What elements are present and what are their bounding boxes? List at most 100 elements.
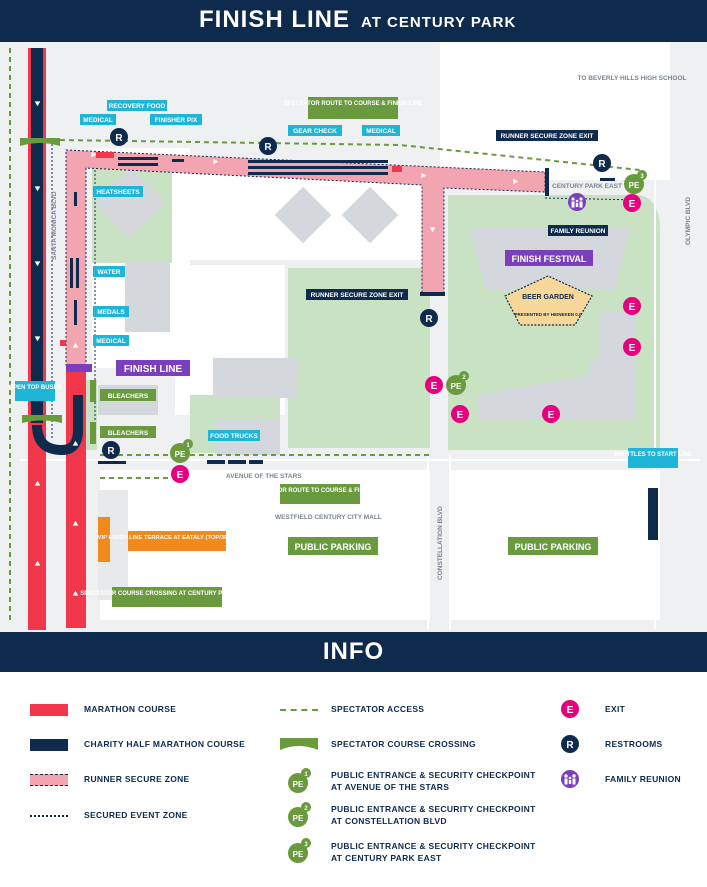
callout-medals: MEDALS [97,309,125,316]
legend-pe2-line1: PUBLIC ENTRANCE & SECURITY CHECKPOINT [331,804,536,814]
callouts: RECOVERY FOOD MEDICAL FINISHER PIX GEAR … [8,100,692,468]
restroom-icon [102,441,120,459]
restroom-icon [110,128,128,146]
callout-bleachers-1: BLEACHERS [108,393,149,400]
callout-finisher-pix: FINISHER PIX [155,117,198,124]
svg-text:E: E [548,410,555,421]
restroom-legend-icon: R [561,735,579,753]
callout-bleachers-2: BLEACHERS [108,430,149,437]
svg-text:E: E [177,470,184,481]
legend-pe3-line1: PUBLIC ENTRANCE & SECURITY CHECKPOINT [331,841,536,851]
svg-text:R: R [264,142,272,153]
street-constellation: CONSTELLATION BLVD [437,506,444,580]
exit-icon [542,405,560,423]
callout-runner-exit-mid: RUNNER SECURE ZONE EXIT [311,292,404,299]
callout-family-reunion: FAMILY REUNION [551,228,606,235]
page-title: FINISH LINE [199,6,351,33]
callout-spectator-route-bottom: SPECTATOR ROUTE TO COURSE & FINISH LINE [251,488,390,494]
svg-text:E: E [629,302,636,313]
svg-text:R: R [566,740,574,751]
callout-medical-2: MEDICAL [366,128,396,135]
svg-text:2: 2 [304,806,308,812]
svg-text:2: 2 [462,375,466,381]
vip-terrace-marker [98,517,110,562]
legend-family-reunion: FAMILY REUNION [605,774,681,784]
svg-text:3: 3 [640,174,644,180]
finish-line-marker [66,364,92,372]
family-reunion-icon [568,193,586,211]
svg-text:E: E [567,705,574,716]
green-callouts: BLEACHERS BLEACHERS SPECTATOR ROUTE TO C… [80,389,598,607]
exit-icon [623,297,641,315]
svg-text:E: E [431,381,438,392]
svg-text:PE: PE [451,382,462,391]
svg-text:PE: PE [175,450,186,459]
legend-exit: EXIT [605,704,626,714]
callout-public-parking-2: PUBLIC PARKING [515,542,592,552]
info-title: INFO [322,638,385,665]
exit-icon [623,194,641,212]
restroom-icons: R R R R R [102,128,611,459]
callout-public-parking-1: PUBLIC PARKING [295,542,372,552]
legend-charity-swatch [30,739,68,751]
legend-secured-zone: SECURED EVENT ZONE [84,810,188,820]
beer-garden-label: BEER GARDEN [522,294,574,301]
exit-icon [171,465,189,483]
svg-text:R: R [115,133,123,144]
beverly-hills-label: TO BEVERLY HILLS HIGH SCHOOL [578,75,687,82]
exit-icon [451,405,469,423]
svg-text:3: 3 [304,842,308,848]
svg-text:R: R [425,314,433,325]
pe1-legend-icon: PE 1 [288,768,311,793]
legend-spectator-crossing: SPECTATOR COURSE CROSSING [331,739,476,749]
legend-crossing-swatch [280,738,318,750]
exit-legend-icon: E [561,700,579,718]
street-olympic: OLYMPIC BLVD [685,197,692,245]
exit-icon [425,376,443,394]
beer-garden-area [504,275,593,326]
svg-text:PE: PE [629,181,640,190]
medical-markers [60,152,402,346]
page-subtitle: AT CENTURY PARK [361,14,517,31]
legend-charity: CHARITY HALF MARATHON COURSE [84,739,246,749]
street-avenue-of-stars: AVENUE OF THE STARS [226,473,302,480]
callout-medical-3: MEDICAL [96,338,126,345]
svg-text:PE: PE [293,780,304,789]
callout-gear-check: GEAR CHECK [293,128,337,135]
family-reunion-legend-icon [561,770,579,788]
legend-secured-swatch [30,815,68,817]
legend-pe3-line2: AT CENTURY PARK EAST [331,853,442,863]
pe2-legend-icon: PE 2 [288,802,311,827]
info-bar: INFO [0,632,707,672]
restroom-icon [259,137,277,155]
legend-spectator-access-swatch [280,709,318,711]
svg-text:R: R [598,159,606,170]
navy-callouts: SPECTATOR ROUTE TO COURSE & FINISH LINE … [284,97,608,300]
station-markers [70,157,615,464]
svg-text:E: E [457,410,464,421]
legend-marathon-swatch [30,704,68,716]
callout-runner-exit-top: RUNNER SECURE ZONE EXIT [501,133,594,140]
legend-marathon: MARATHON COURSE [84,704,177,714]
legend-pe2-line2: AT CONSTELLATION BLVD [331,816,447,826]
svg-text:E: E [629,343,636,354]
callout-finish-festival: FINISH FESTIVAL [512,254,587,264]
callout-crossing-cpw: SPECTATOR COURSE CROSSING AT CENTURY PAR… [80,591,254,597]
header-bar: FINISH LINE AT CENTURY PARK [0,0,707,42]
callout-food-trucks: FOOD TRUCKS [210,433,258,440]
callout-finish-line: FINISH LINE [124,364,183,375]
svg-text:R: R [107,446,115,457]
callout-water: WATER [98,269,121,276]
callout-medical-1: MEDICAL [83,117,113,124]
callout-heatsheets: HEATSHEETS [96,189,140,196]
exit-icon [623,338,641,356]
svg-text:PE: PE [293,814,304,823]
pe-icons: PE 1 PE 2 PE 3 [170,170,647,463]
legend-pe1-line2: AT AVENUE OF THE STARS [331,782,450,792]
street-century-park-east: CENTURY PARK EAST [552,183,622,190]
westfield-label: WESTFIELD CENTURY CITY MALL [275,514,382,521]
legend-pe1-line1: PUBLIC ENTRANCE & SECURITY CHECKPOINT [331,770,536,780]
callout-spectator-route-top: SPECTATOR ROUTE TO COURSE & FINISH LINE [284,101,423,107]
callout-shuttles: SHUTTLES TO START LINE [614,452,692,458]
